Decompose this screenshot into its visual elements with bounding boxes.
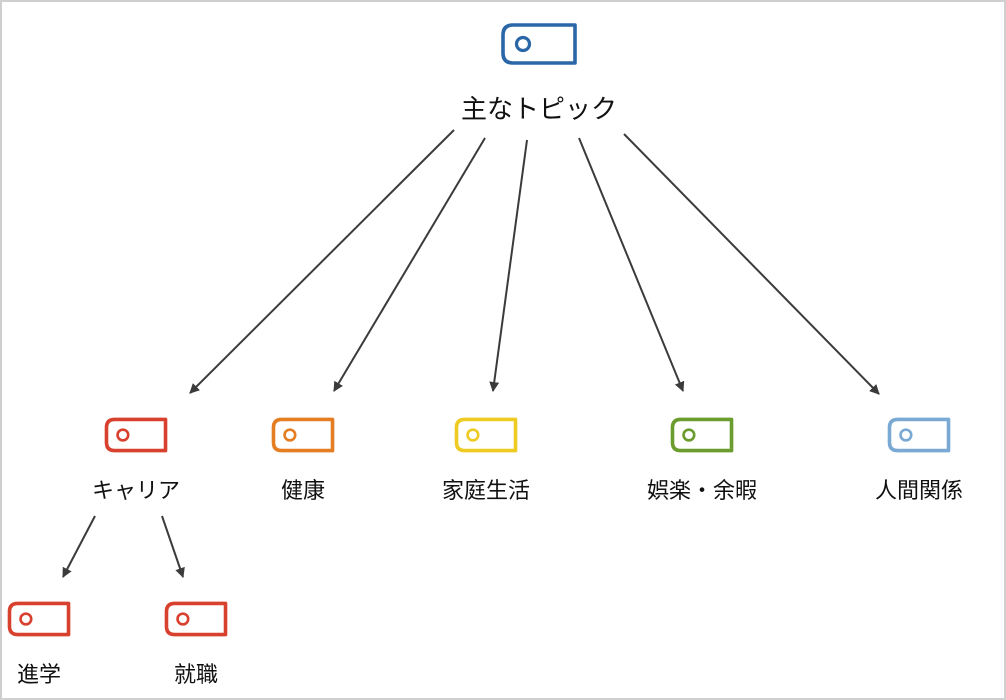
tag-icon [670, 417, 734, 453]
edge-root-to-root-2 [489, 139, 528, 392]
edge-root-to-root-0 [189, 129, 455, 394]
edges-layer [62, 129, 880, 578]
edge-root-to-root-1 [333, 137, 486, 392]
topic-node[interactable]: 健康 [271, 417, 335, 504]
topic-label: 家庭生活 [442, 479, 530, 504]
topic-node[interactable]: 就職 [164, 601, 228, 688]
topic-label: 娯楽・余暇 [647, 479, 757, 504]
topic-label: 人間関係 [875, 479, 963, 504]
topic-label: キャリア [92, 479, 180, 504]
topic-label: 健康 [281, 479, 325, 504]
tag-icon [887, 417, 951, 453]
topic-node[interactable]: 主なトピック [461, 23, 617, 125]
topic-node[interactable]: 進学 [7, 601, 71, 688]
root-topic-label: 主なトピック [461, 95, 617, 125]
edge-root-0-to-root-0-1 [161, 515, 185, 578]
tag-icon [454, 417, 518, 453]
edge-root-to-root-3 [578, 137, 685, 392]
tag-icon [164, 601, 228, 637]
tag-icon [501, 23, 577, 65]
topic-node[interactable]: 娯楽・余暇 [647, 417, 757, 504]
topic-node[interactable]: キャリア [92, 417, 180, 504]
edge-root-to-root-4 [623, 133, 880, 395]
tag-icon [271, 417, 335, 453]
topic-label: 進学 [17, 663, 61, 688]
topic-node[interactable]: 人間関係 [875, 417, 963, 504]
tag-icon [7, 601, 71, 637]
topic-label: 就職 [174, 663, 218, 688]
topic-node[interactable]: 家庭生活 [442, 417, 530, 504]
tag-icon [104, 417, 168, 453]
edge-root-0-to-root-0-0 [62, 515, 96, 578]
